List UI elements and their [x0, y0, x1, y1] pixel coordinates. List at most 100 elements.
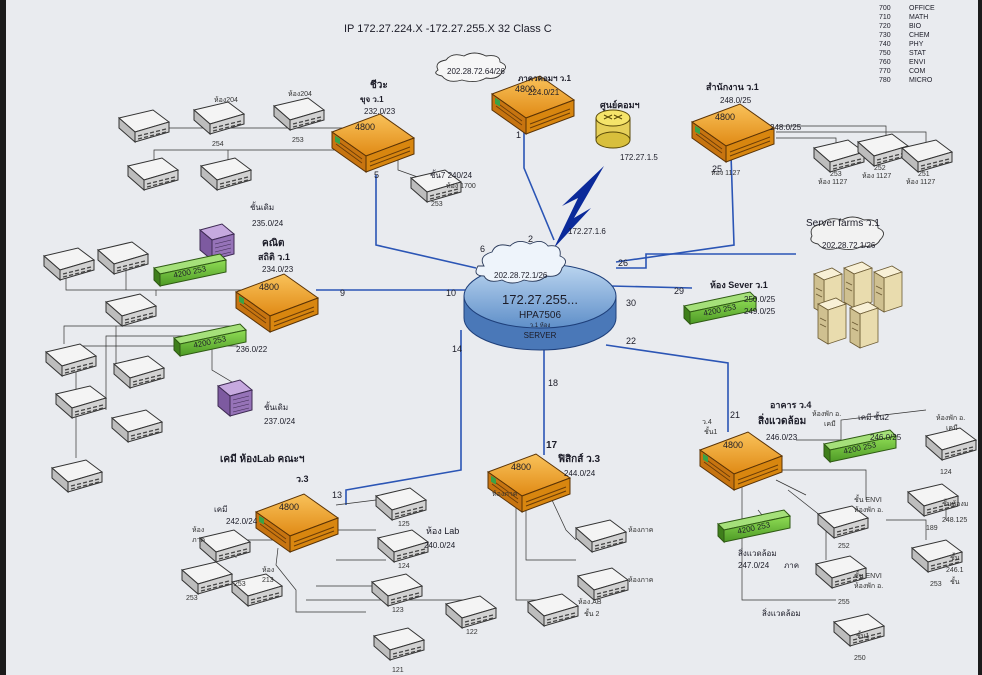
office-net: 248.0/25: [720, 96, 752, 105]
bio-253: 253: [431, 201, 443, 208]
edge-switch-env-6: [833, 613, 885, 647]
server-cloud: 202.28.72.1/26: [822, 241, 876, 250]
math-floor-net: 237.0/24: [264, 417, 296, 426]
edge-switch-phy-1: [575, 519, 627, 553]
bio-floor-net: 235.0/24: [252, 219, 284, 228]
switch-label-math: 4800: [259, 282, 279, 292]
legend-code: 750: [879, 50, 891, 57]
edge-switch-bio-5: [200, 157, 252, 191]
router-ip-a: 172.27.1.5: [620, 153, 658, 162]
phy-r4: ห้อง.AB: [578, 598, 602, 606]
legend-code: 780: [879, 77, 891, 84]
env-right1: ชั้นห้องม: [942, 497, 968, 508]
env-net: 246.0/23: [766, 433, 798, 442]
edge-switch-office-1: [813, 139, 865, 173]
server-room: ห้อง Sever ว.1: [710, 280, 768, 290]
edge-switch-bio-2: [193, 101, 245, 135]
bio-floor7: ชั้น7 240/24: [430, 169, 473, 180]
env-v4: ว.4: [702, 419, 712, 426]
env-chem-b: เคมี: [824, 420, 836, 428]
link-2: 2: [528, 234, 533, 244]
core-sub: ว.1 ห้อง: [530, 322, 551, 329]
env-chem-c: เคมี: [946, 424, 958, 432]
chem-r1: ห้อง: [192, 526, 204, 534]
legend-dept: COM: [909, 68, 926, 75]
chem-p124: 124: [398, 563, 410, 570]
cloud-com: [435, 52, 506, 83]
link-30: 30: [626, 298, 636, 308]
wireless-link-icon: [554, 166, 604, 248]
env-sub: สิ่งแวดล้อม: [758, 413, 806, 427]
link-26: 26: [618, 258, 628, 268]
env-p252: 252: [838, 543, 850, 550]
office-title: สำนักงาน ว.1: [706, 82, 759, 92]
link-21: 21: [730, 410, 740, 420]
edge-switch-chem-8: [373, 627, 425, 661]
legend-dept: PHY: [909, 41, 924, 48]
edge-switch-chem-2: [181, 561, 233, 595]
network-diagram: IP 172.27.224.X -172.27.255.X 32 Class C…: [43, 5, 977, 674]
env-room: ห้องพัก อ.: [854, 506, 883, 514]
office-room-4: ห้อง 1127: [906, 178, 935, 186]
chem-p253: 253: [186, 595, 198, 602]
com-net: 224.0/21: [528, 88, 560, 97]
edge-switch-math-8: [51, 459, 103, 493]
link-6: 6: [480, 244, 485, 254]
phy-net: 244.0/24: [564, 469, 596, 478]
office-room-2: ห้อง 1127: [818, 178, 847, 186]
edge-switch-bio-1: [118, 109, 170, 143]
edge-switch-phy-3: [527, 593, 579, 627]
server-net2: 249.0/25: [744, 307, 776, 316]
edge-switch-chem-6: [371, 573, 423, 607]
legend-dept: MATH: [909, 14, 928, 21]
bio-p204b: ห้อง204: [288, 90, 312, 98]
diagram-sheet: IP 172.27.224.X -172.27.255.X 32 Class C…: [6, 0, 978, 675]
env-room-b: ห้องพัก อ.: [854, 582, 883, 590]
env-v4b: ชั้น1: [704, 425, 718, 436]
edge-switch-math-3: [105, 293, 157, 327]
env-net2: 246.0/25: [870, 433, 902, 442]
switch-label-bio: 4800: [355, 122, 375, 132]
legend-dept: MICRO: [909, 77, 933, 84]
link-9: 9: [340, 288, 345, 298]
chem-p125: 125: [398, 521, 410, 528]
edge-switch-chem-3: [231, 573, 283, 607]
link-18: 18: [548, 378, 558, 388]
office-p3: 251: [918, 171, 930, 178]
env-floor-b: ชั้น ENVI: [854, 569, 882, 580]
office-room-3: ห้อง 1127: [862, 172, 891, 180]
legend-dept: STAT: [909, 50, 927, 57]
chem-net: 242.0/24: [226, 517, 258, 526]
env-p250: 250: [854, 655, 866, 662]
phy-r1: ห้องภาค: [492, 490, 518, 498]
switch-label-phy: 4800: [511, 462, 531, 472]
router-ip-b: 172.27.1.6: [568, 227, 606, 236]
math-title: คณิต: [262, 237, 284, 249]
router-name: ศูนย์คอมฯ: [600, 99, 640, 111]
env-room-c: ห้องพัก อ.: [936, 414, 965, 422]
env-env-net: 247.0/24: [738, 561, 770, 570]
env-p189: 189: [926, 525, 938, 532]
env-floor1: ชั้น1: [856, 629, 870, 640]
legend-code: 770: [879, 68, 891, 75]
chem-p252: 253: [234, 581, 246, 588]
edge-switch-bio-3: [273, 97, 325, 131]
phy-r5: ชั้น 2: [584, 607, 599, 618]
env-p124: 124: [940, 469, 952, 476]
math-floor-new: ชั้นเดิม: [264, 401, 288, 412]
edge-switch-env-1: [925, 427, 977, 461]
switch-label-env: 4800: [723, 440, 743, 450]
edge-switch-office-3: [901, 139, 953, 173]
chem-title: เคมี ห้องLab คณะฯ: [220, 453, 305, 465]
router-icon: [595, 109, 631, 149]
edge-switch-env-3: [907, 483, 959, 517]
com-title: ภาควคอมฯ ว.1: [518, 74, 571, 83]
core-model: HPA7506: [519, 310, 562, 321]
switch-label-chem: 4800: [279, 502, 299, 512]
env-dept: ภาค: [784, 561, 799, 570]
chem-r4: 213: [262, 577, 274, 584]
link-29: 29: [674, 286, 684, 296]
legend-code: 760: [879, 59, 891, 66]
link-25: 25: [712, 164, 722, 174]
